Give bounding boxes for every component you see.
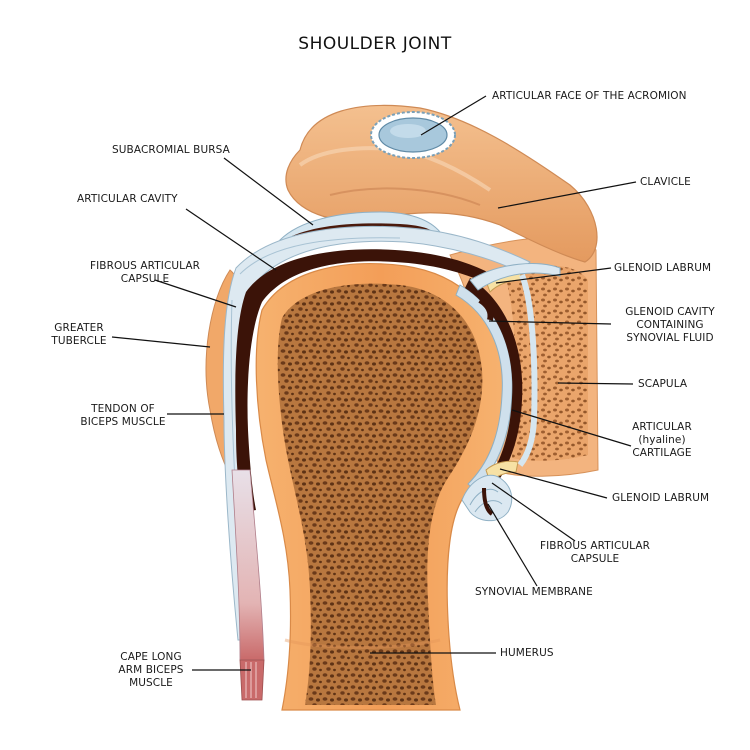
label-glenoid-labrum-top: GLENOID LABRUM <box>614 262 712 274</box>
label-line: CARTILAGE <box>632 447 692 459</box>
inferior-capsule-folds <box>461 263 561 522</box>
label-line: BICEPS MUSCLE <box>80 416 166 428</box>
label-articular-cavity: ARTICULAR CAVITY <box>77 193 178 205</box>
label-glenoid-cavity: GLENOID CAVITY CONTAINING SYNOVIAL FLUID <box>610 306 730 345</box>
acromion-articular-face <box>370 111 456 159</box>
label-line: (hyaline) <box>638 434 686 446</box>
label-line: ARTICULAR <box>632 421 692 433</box>
label-line: ARM BICEPS <box>118 664 184 676</box>
label-biceps-long-head: CAPE LONG ARM BICEPS MUSCLE <box>110 651 192 690</box>
leader-lines <box>111 95 637 671</box>
page-title: SHOULDER JOINT <box>298 34 452 54</box>
label-clavicle: CLAVICLE <box>640 176 691 188</box>
label-line: SYNOVIAL FLUID <box>626 332 714 344</box>
label-line: CAPE LONG <box>120 651 182 663</box>
label-synovial-membrane: SYNOVIAL MEMBRANE <box>475 586 593 598</box>
label-line: FIBROUS ARTICULAR <box>539 540 651 552</box>
label-line: TUBERCLE <box>51 335 107 347</box>
label-biceps-tendon: TENDON OF BICEPS MUSCLE <box>78 403 168 429</box>
label-fibrous-capsule-right: FIBROUS ARTICULAR CAPSULE <box>535 540 655 566</box>
label-line: GLENOID CAVITY <box>625 306 715 318</box>
label-humerus: HUMERUS <box>500 647 554 659</box>
label-greater-tubercle: GREATER TUBERCLE <box>44 322 114 348</box>
label-fibrous-capsule-left: FIBROUS ARTICULAR CAPSULE <box>70 260 220 286</box>
label-line: CONTAINING <box>636 319 704 331</box>
humerus <box>255 263 506 711</box>
label-line: TENDON OF <box>91 403 155 415</box>
glenoid-synovial-fluid <box>465 278 523 495</box>
label-scapula: SCAPULA <box>638 378 688 390</box>
label-line: CAPSULE <box>570 553 620 565</box>
label-line: CAPSULE <box>120 273 170 285</box>
label-line: FIBROUS ARTICULAR <box>89 260 201 272</box>
label-line: GREATER <box>54 322 104 334</box>
label-glenoid-labrum-bottom: GLENOID LABRUM <box>612 492 710 504</box>
label-line: MUSCLE <box>129 677 173 689</box>
label-acromion-face: ARTICULAR FACE OF THE ACROMION <box>492 90 687 102</box>
articular-cavity <box>235 249 496 512</box>
label-articular-cartilage: ARTICULAR (hyaline) CARTILAGE <box>622 421 702 460</box>
label-subacromial-bursa: SUBACROMIAL BURSA <box>112 144 230 156</box>
